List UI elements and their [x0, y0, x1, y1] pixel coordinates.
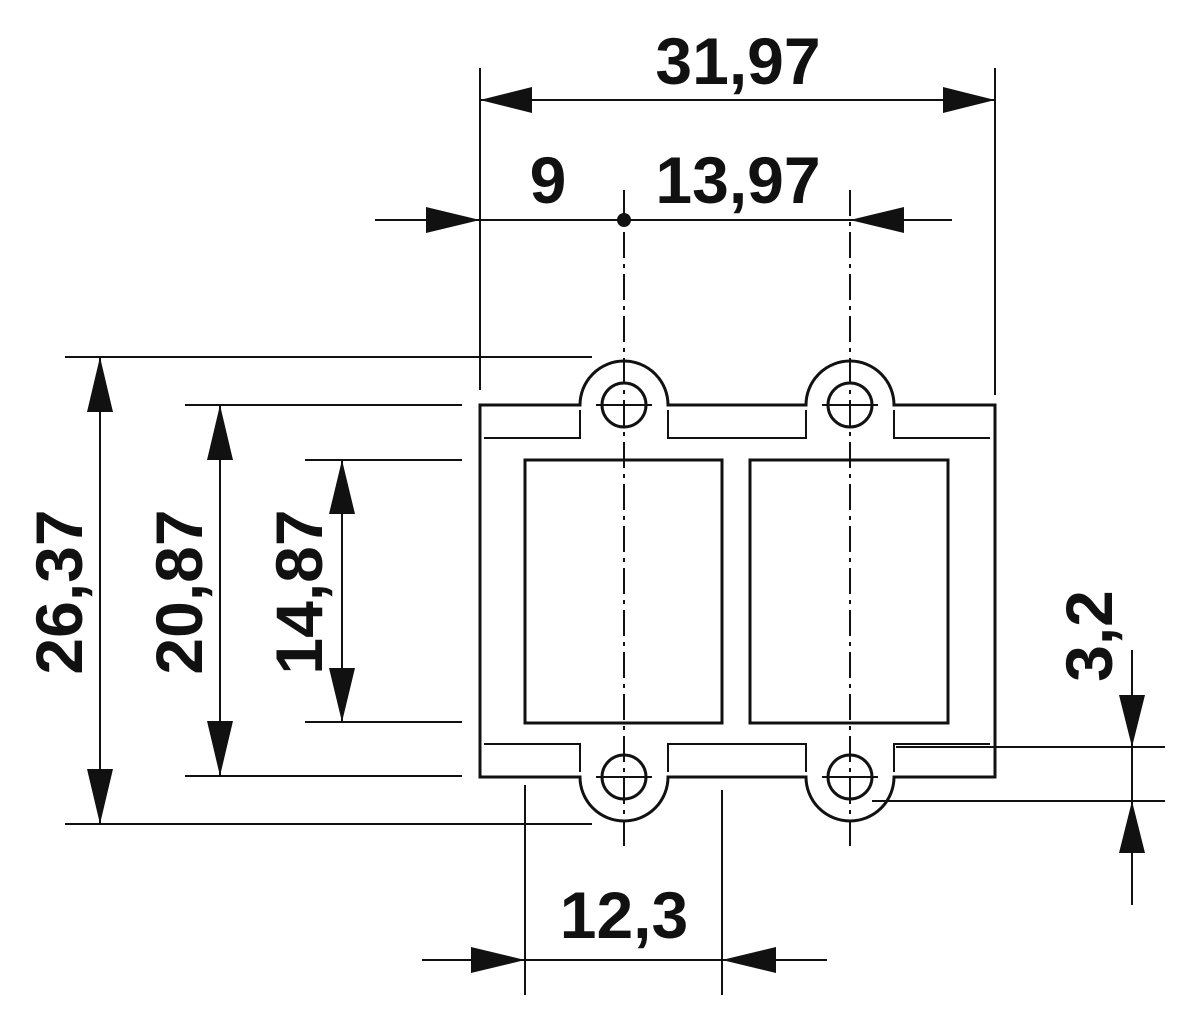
inner-flange-bottom: [484, 743, 990, 772]
dim-offset-left-label: 9: [530, 143, 567, 217]
dim-body-height: 20,87: [142, 405, 233, 776]
part-outline: [478, 359, 997, 823]
dim-pitch-label: 13,97: [655, 143, 820, 217]
dim-window-width: 12,3: [422, 878, 827, 973]
dim-hole-offset: 3,2: [1052, 590, 1145, 905]
dim-hole-positions: 9 13,97: [375, 143, 952, 233]
dim-overall-width: 31,97: [480, 24, 995, 113]
inner-flange-top: [484, 410, 990, 439]
mounting-holes: [596, 381, 878, 801]
dim-hole-offset-label: 3,2: [1052, 590, 1126, 682]
dim-body-height-label: 20,87: [142, 509, 216, 674]
outer-contour: [478, 359, 997, 823]
dim-window-width-label: 12,3: [560, 878, 688, 952]
extension-lines: [65, 68, 1165, 995]
dim-overall-width-label: 31,97: [655, 24, 820, 98]
dim-overall-height-label: 26,37: [22, 509, 96, 674]
dim-window-height-label: 14,87: [262, 509, 336, 674]
dim-window-height: 14,87: [262, 460, 355, 722]
dim-overall-height: 26,37: [22, 357, 113, 824]
center-lines: [623, 190, 851, 850]
